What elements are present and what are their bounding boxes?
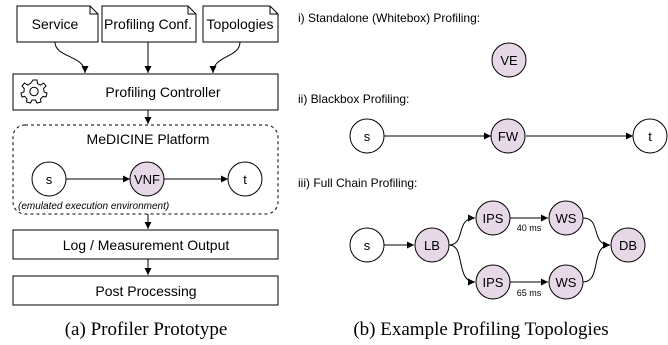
profiler-prototype-panel: Service Profiling Conf. Topologies Profi… bbox=[12, 5, 279, 340]
delay-bottom-label: 65 ms bbox=[517, 288, 542, 298]
post-processing-label: Post Processing bbox=[95, 283, 196, 299]
fullchain-node-lb: LB bbox=[414, 227, 450, 263]
fullchain-node-ws-top: WS bbox=[548, 200, 584, 236]
topologies-to-controller-arrow bbox=[209, 41, 241, 74]
blackbox-node-fw: FW bbox=[490, 118, 526, 154]
post-processing-box: Post Processing bbox=[12, 275, 279, 306]
platform-node-vnf: VNF bbox=[129, 161, 165, 197]
fc-lb-to-ips-bottom-edge bbox=[448, 244, 476, 286]
profiling-controller-label: Profiling Controller bbox=[105, 84, 220, 100]
svg-text:s: s bbox=[364, 238, 371, 253]
caption-a: (a) Profiler Prototype bbox=[65, 319, 228, 340]
standalone-node-ve: VE bbox=[491, 42, 527, 78]
fc-ws-top-to-db-edge bbox=[582, 217, 611, 249]
service-doc: Service bbox=[16, 5, 99, 43]
platform-node-s: s bbox=[31, 161, 67, 197]
fullchain-node-ips-bottom: IPS bbox=[475, 264, 511, 300]
blackbox-title: ii) Blackbox Profiling: bbox=[298, 92, 409, 106]
service-doc-label: Service bbox=[32, 16, 79, 32]
svg-text:DB: DB bbox=[619, 238, 637, 253]
fullchain-node-db: DB bbox=[610, 227, 646, 263]
fullchain-node-ips-top: IPS bbox=[475, 200, 511, 236]
fullchain-title: iii) Full Chain Profiling: bbox=[298, 176, 417, 190]
service-to-controller-arrow bbox=[54, 41, 89, 74]
svg-text:LB: LB bbox=[424, 238, 440, 253]
log-output-label: Log / Measurement Output bbox=[63, 237, 230, 253]
svg-text:WS: WS bbox=[556, 275, 577, 290]
platform-title: MeDICINE Platform bbox=[87, 131, 210, 147]
fullchain-node-ws-bottom: WS bbox=[548, 264, 584, 300]
svg-text:VNF: VNF bbox=[134, 172, 160, 187]
svg-text:t: t bbox=[243, 172, 247, 187]
fc-lb-to-ips-top-edge bbox=[448, 214, 476, 246]
svg-text:VE: VE bbox=[500, 53, 518, 68]
svg-text:IPS: IPS bbox=[483, 275, 504, 290]
log-output-box: Log / Measurement Output bbox=[12, 229, 279, 260]
svg-text:FW: FW bbox=[498, 129, 519, 144]
medicine-platform-box: MeDICINE Platform s VNF t (emulated exec… bbox=[12, 124, 279, 215]
topologies-doc: Topologies bbox=[202, 5, 279, 43]
fullchain-node-s: s bbox=[349, 227, 385, 263]
svg-text:s: s bbox=[364, 129, 371, 144]
gear-icon bbox=[20, 79, 48, 104]
platform-node-t: t bbox=[227, 161, 263, 197]
svg-text:IPS: IPS bbox=[483, 211, 504, 226]
blackbox-node-t: t bbox=[632, 118, 668, 154]
svg-text:s: s bbox=[46, 172, 53, 187]
svg-text:WS: WS bbox=[556, 211, 577, 226]
profiling-topologies-panel: i) Standalone (Whitebox) Profiling: VE i… bbox=[298, 11, 668, 340]
caption-b: (b) Example Profiling Topologies bbox=[353, 319, 608, 340]
profiling-conf-doc-label: Profiling Conf. bbox=[104, 16, 192, 32]
profiling-conf-doc: Profiling Conf. bbox=[101, 5, 197, 43]
delay-top-label: 40 ms bbox=[517, 223, 542, 233]
standalone-title: i) Standalone (Whitebox) Profiling: bbox=[298, 11, 480, 25]
profiling-controller-box: Profiling Controller bbox=[12, 73, 279, 111]
blackbox-node-s: s bbox=[349, 118, 385, 154]
fc-ws-bottom-to-db-edge bbox=[582, 241, 611, 283]
platform-note: (emulated execution environment) bbox=[18, 201, 169, 212]
svg-text:t: t bbox=[648, 129, 652, 144]
topologies-doc-label: Topologies bbox=[207, 16, 274, 32]
